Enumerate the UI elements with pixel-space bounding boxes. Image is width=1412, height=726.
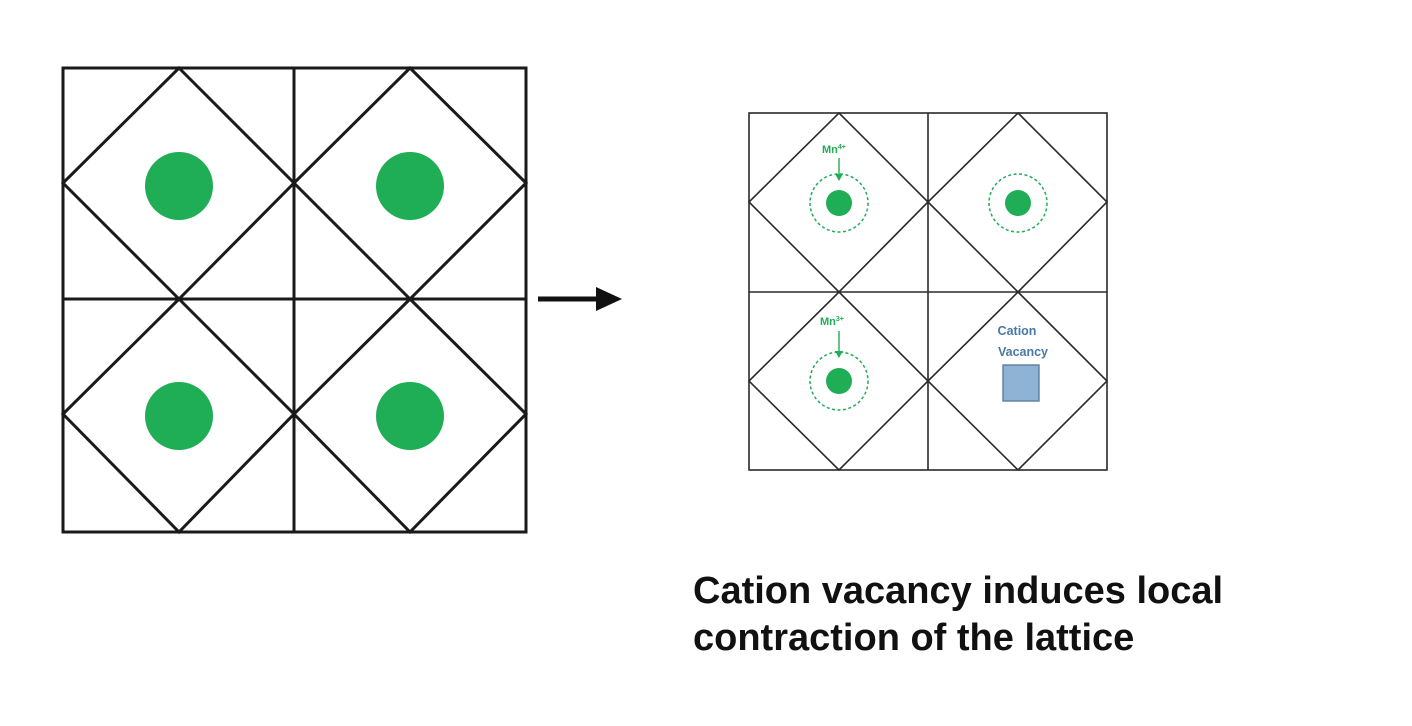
mn3-ion xyxy=(826,368,852,394)
right-octahedron xyxy=(926,290,1109,472)
caption-line-1: Cation vacancy induces local xyxy=(693,570,1224,612)
vacancy-label-line1: Cation xyxy=(998,324,1037,338)
contraction-halo xyxy=(988,173,1048,233)
contraction-halo xyxy=(809,351,869,411)
contracted-site xyxy=(988,173,1048,233)
mn4-label: Mn4+ xyxy=(822,144,846,156)
contraction-halo xyxy=(809,173,869,233)
cation-dot xyxy=(145,382,213,450)
right-octahedron xyxy=(747,290,930,472)
mn3-site: Mn3+ xyxy=(809,316,869,411)
cation-dot xyxy=(1005,190,1031,216)
mn3-arrow-head-icon xyxy=(835,351,843,358)
cation-dot xyxy=(376,152,444,220)
mn3-label: Mn3+ xyxy=(820,316,844,328)
cation-vacancy-square xyxy=(1002,364,1040,402)
right-lattice xyxy=(747,111,1109,472)
mn4-arrow-head-icon xyxy=(835,174,843,181)
caption: Cation vacancy induces local contraction… xyxy=(693,568,1393,662)
cation-vacancy-site: Cation Vacancy xyxy=(998,324,1048,402)
arrow-head-icon xyxy=(596,287,622,311)
vacancy-label-line2: Vacancy xyxy=(998,345,1048,359)
cation-dot xyxy=(145,152,213,220)
cation-dot xyxy=(376,382,444,450)
left-cations xyxy=(145,152,444,450)
left-lattice xyxy=(60,65,529,535)
transition-arrow xyxy=(538,287,622,311)
left-octahedron xyxy=(291,296,529,535)
caption-line-2: contraction of the lattice xyxy=(693,617,1135,659)
mn4-site: Mn4+ xyxy=(809,144,869,233)
left-octahedron xyxy=(60,296,297,535)
mn4-ion xyxy=(826,190,852,216)
